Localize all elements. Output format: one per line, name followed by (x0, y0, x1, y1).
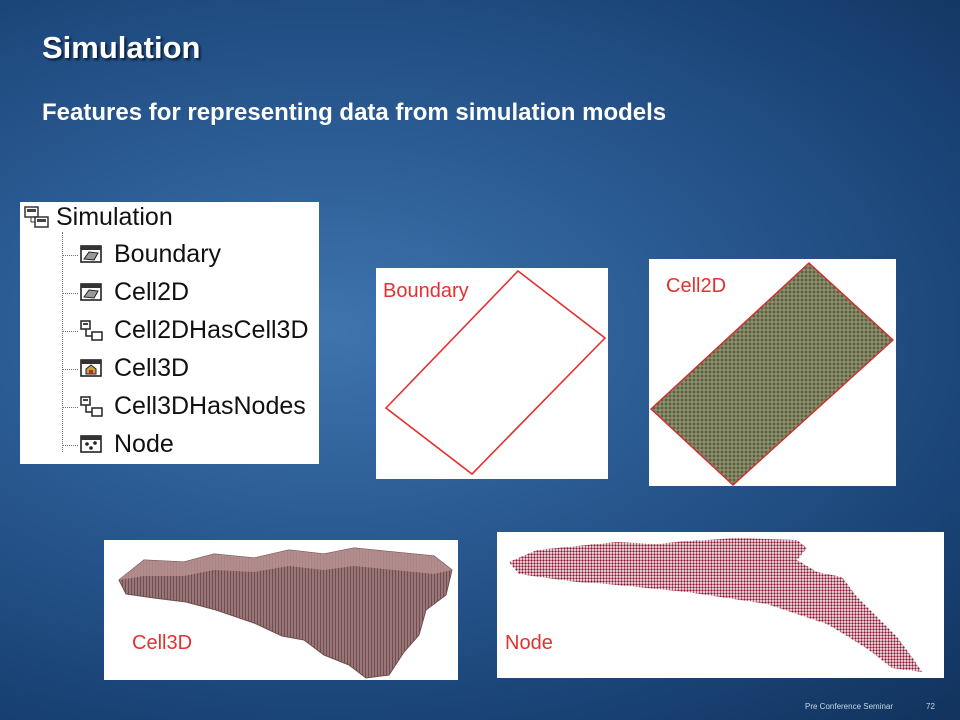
tree-connector (62, 232, 63, 452)
tree-item-label: Cell2DHasCell3D (114, 316, 309, 344)
tree-item-label: Boundary (114, 240, 222, 268)
tree-item-label: Cell3D (114, 354, 190, 382)
point-feature-class-icon (80, 435, 102, 453)
footer-seminar-text: Pre Conference Seminar (805, 702, 894, 711)
tree-root-label[interactable]: Simulation (56, 203, 173, 231)
feature-dataset-icon (24, 206, 49, 228)
slide-subtitle: Features for representing data from simu… (42, 99, 667, 126)
cell3d-label: Cell3D (132, 632, 193, 654)
tree-item-label: Cell3DHasNodes (114, 392, 306, 420)
node-panel: Node (497, 532, 944, 678)
cell2d-polygon (649, 262, 895, 486)
cell2d-panel: Cell2D (649, 259, 896, 486)
polygon-feature-class-icon (80, 245, 102, 263)
catalog-tree-panel: Simulation Boundary Cell2D Cell2DHasCell… (20, 202, 319, 464)
multipatch-feature-class-icon (80, 359, 102, 377)
boundary-label: Boundary (383, 280, 469, 302)
cell3d-mesh (118, 547, 453, 679)
relationship-class-icon (80, 320, 103, 341)
tree-item-label: Cell2D (114, 278, 190, 306)
page-number: 72 (926, 702, 935, 711)
relationship-class-icon (80, 396, 103, 417)
tree-item-label: Node (114, 430, 174, 458)
cell3d-panel: Cell3D (104, 540, 458, 680)
boundary-panel: Boundary (376, 268, 608, 479)
boundary-polygon (384, 269, 607, 476)
slide-title: Simulation (42, 30, 201, 65)
node-points (509, 538, 922, 672)
cell2d-label: Cell2D (666, 275, 727, 297)
node-label: Node (505, 632, 553, 654)
polygon-feature-class-icon (80, 283, 102, 301)
